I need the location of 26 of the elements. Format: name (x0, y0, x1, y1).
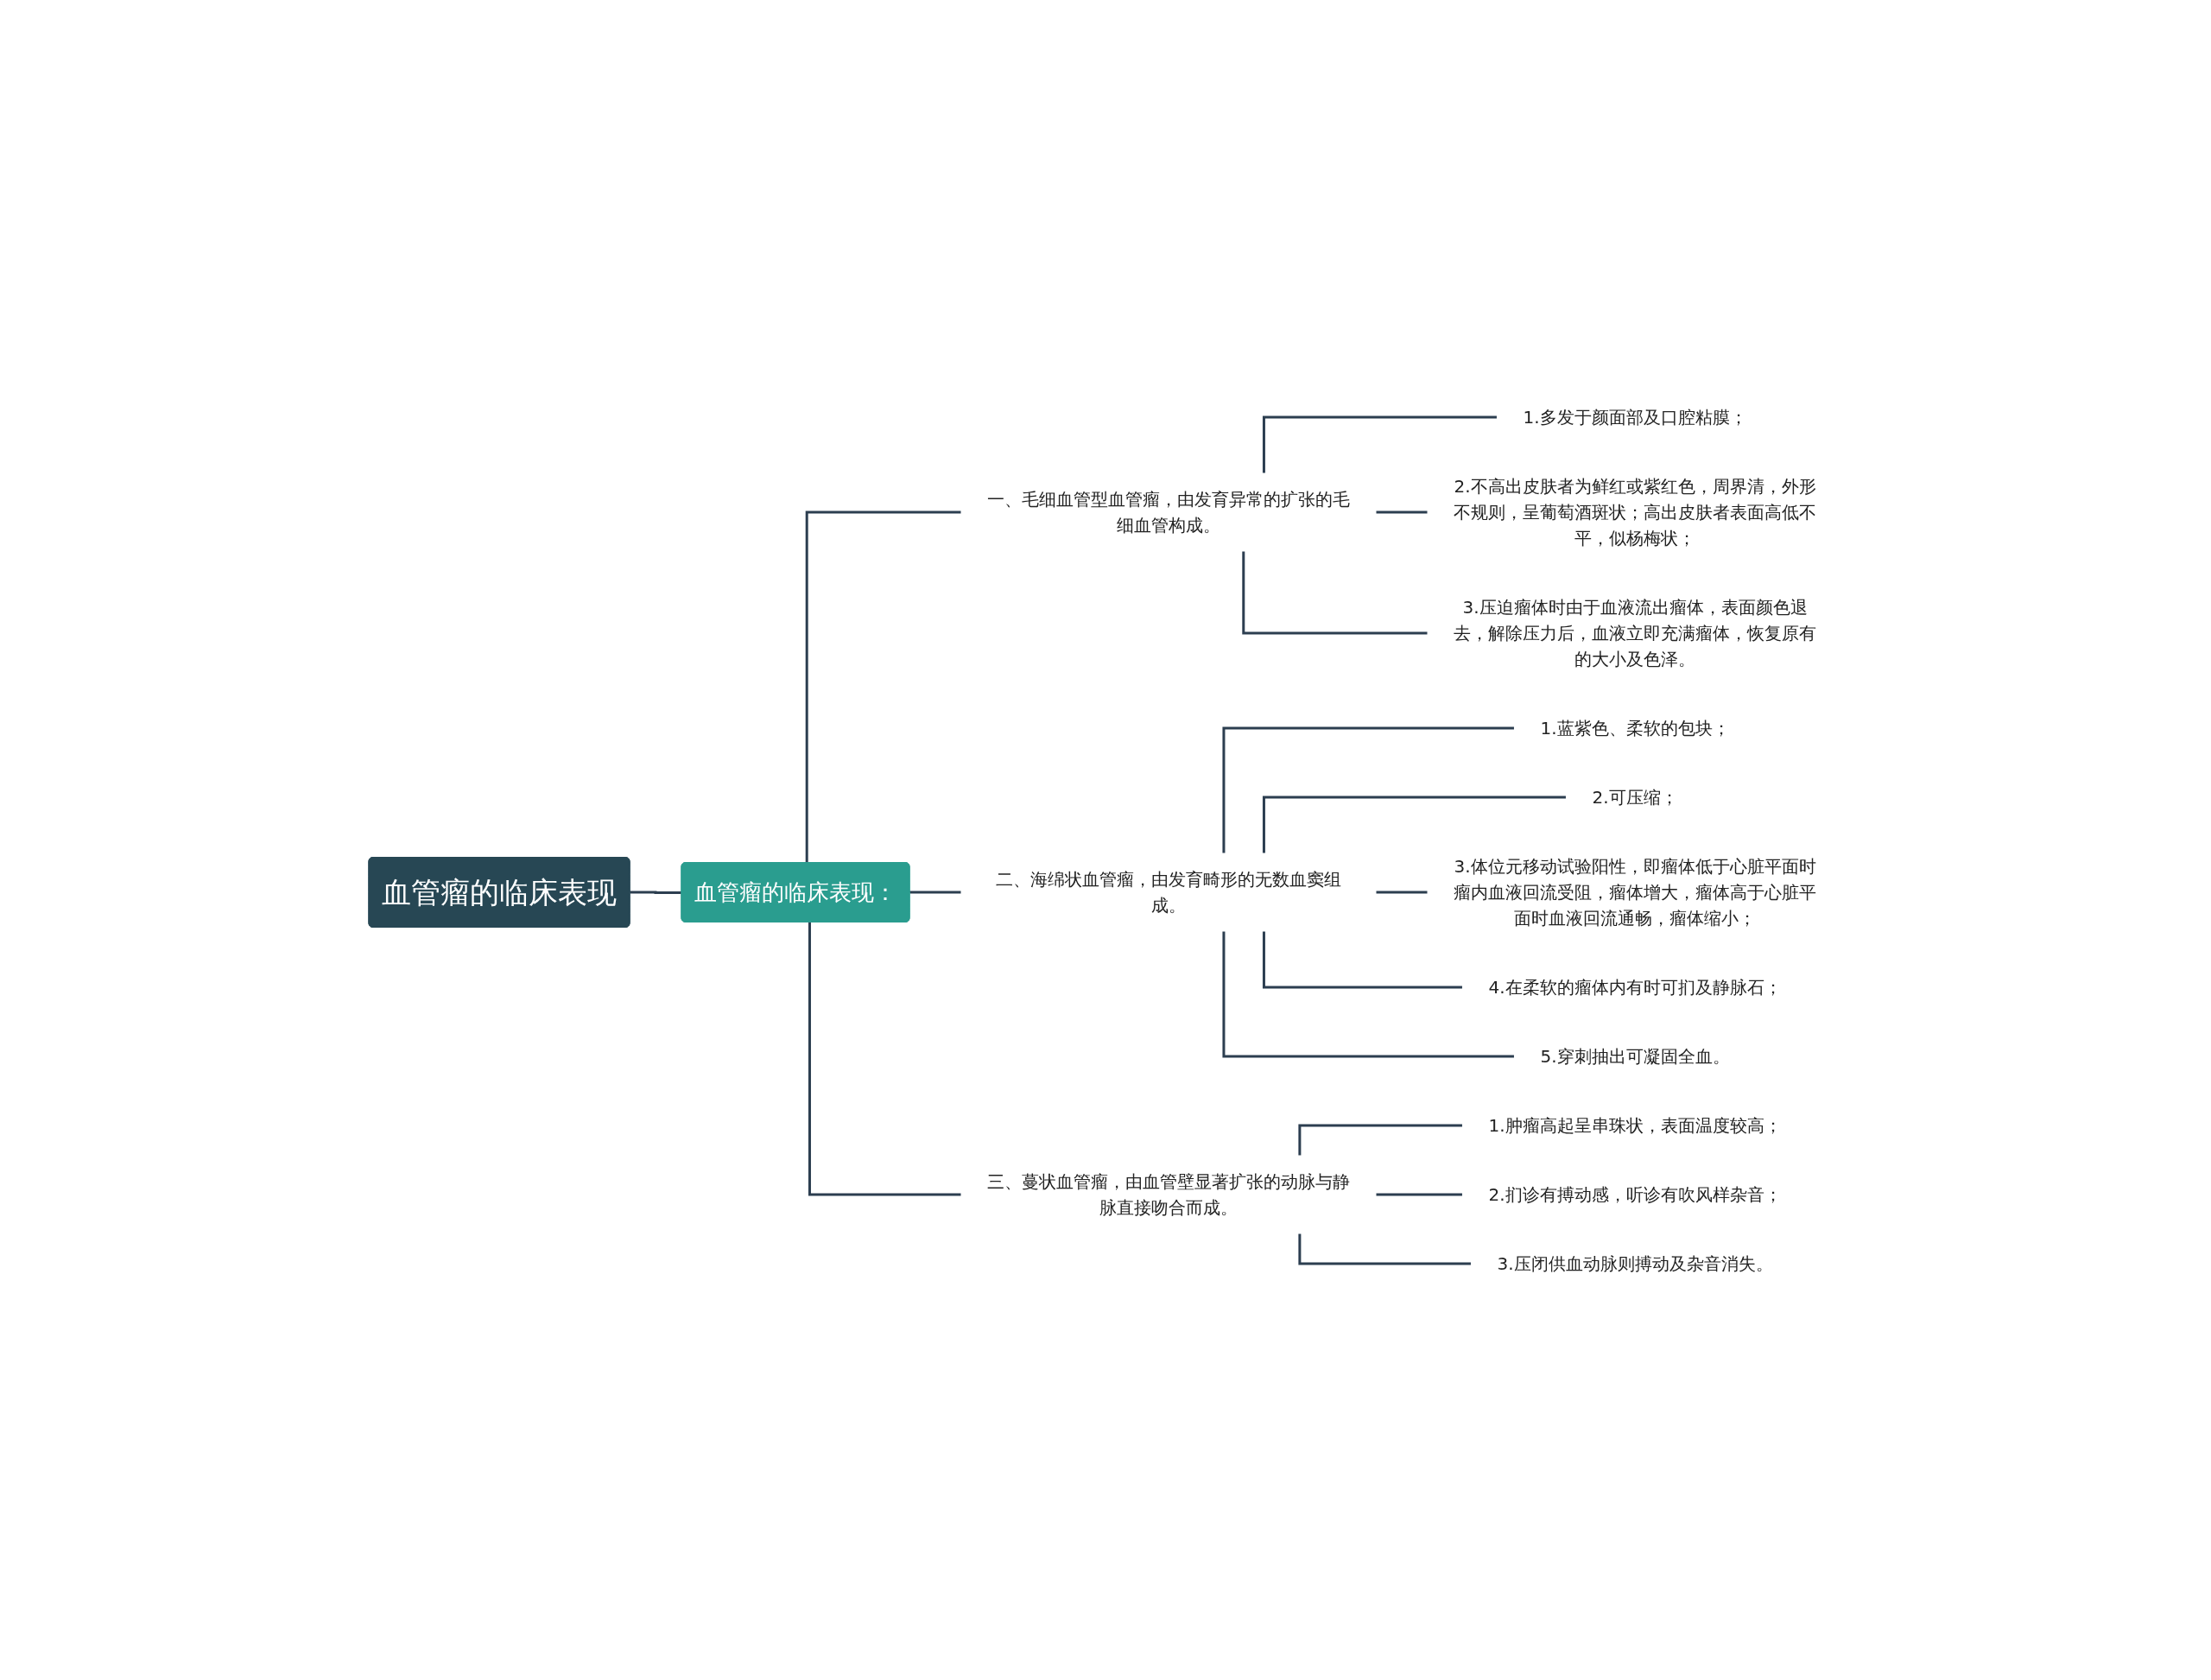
node-text: 三、蔓状血管瘤，由血管壁显著扩张的动脉与静脉直接吻合而成。 (987, 1170, 1350, 1218)
connector (805, 510, 961, 863)
connector (1242, 550, 1428, 634)
node-text: 2.不高出皮肤者为鲜红或紫红色，周界清，外形不规则，呈葡萄酒斑状；高出皮肤者表面高低不平，似杨梅状； (1454, 475, 1816, 548)
node-text: 3.压闭供血动脉则搏动及杂音消失。 (1497, 1252, 1773, 1274)
node-text: 2.扪诊有搏动感，听诊有吹风样杂音； (1488, 1183, 1782, 1205)
connector (1262, 930, 1463, 988)
node-text: 3.压迫瘤体时由于血液流出瘤体，表面颜色退去，解除压力后，血液立即充满瘤体，恢复原有的大小及色泽。 (1454, 596, 1816, 669)
node-text: 1.肿瘤高起呈串珠状，表面温度较高； (1488, 1114, 1782, 1136)
connector (1222, 726, 1515, 853)
node-text: 2.可压缩； (1592, 786, 1678, 808)
connector (1262, 415, 1498, 473)
connector (808, 922, 961, 1195)
node-text: 一、毛细血管型血管瘤，由发育异常的扩张的毛细血管构成。 (987, 488, 1350, 536)
node-text: 4.在柔软的瘤体内有时可扪及静脉石； (1488, 976, 1782, 998)
connector (1222, 930, 1515, 1057)
node-text: 二、海绵状血管瘤，由发育畸形的无数血窦组成。 (996, 868, 1341, 916)
node-text: 5.穿刺抽出可凝固全血。 (1540, 1045, 1730, 1067)
node-text: 1.蓝紫色、柔软的包块； (1540, 717, 1730, 739)
connector (909, 891, 961, 894)
connector (1298, 1233, 1472, 1265)
connector (1298, 1124, 1463, 1156)
node-text: 1.多发于颜面部及口腔粘膜； (1523, 406, 1747, 428)
connector (1262, 796, 1567, 853)
node-text: 3.体位元移动试验阳性，即瘤体低于心脏平面时瘤内血液回流受阻，瘤体增大，瘤体高于心脏平面时血液回流通畅，瘤体缩小； (1454, 855, 1816, 929)
connector (629, 891, 682, 894)
